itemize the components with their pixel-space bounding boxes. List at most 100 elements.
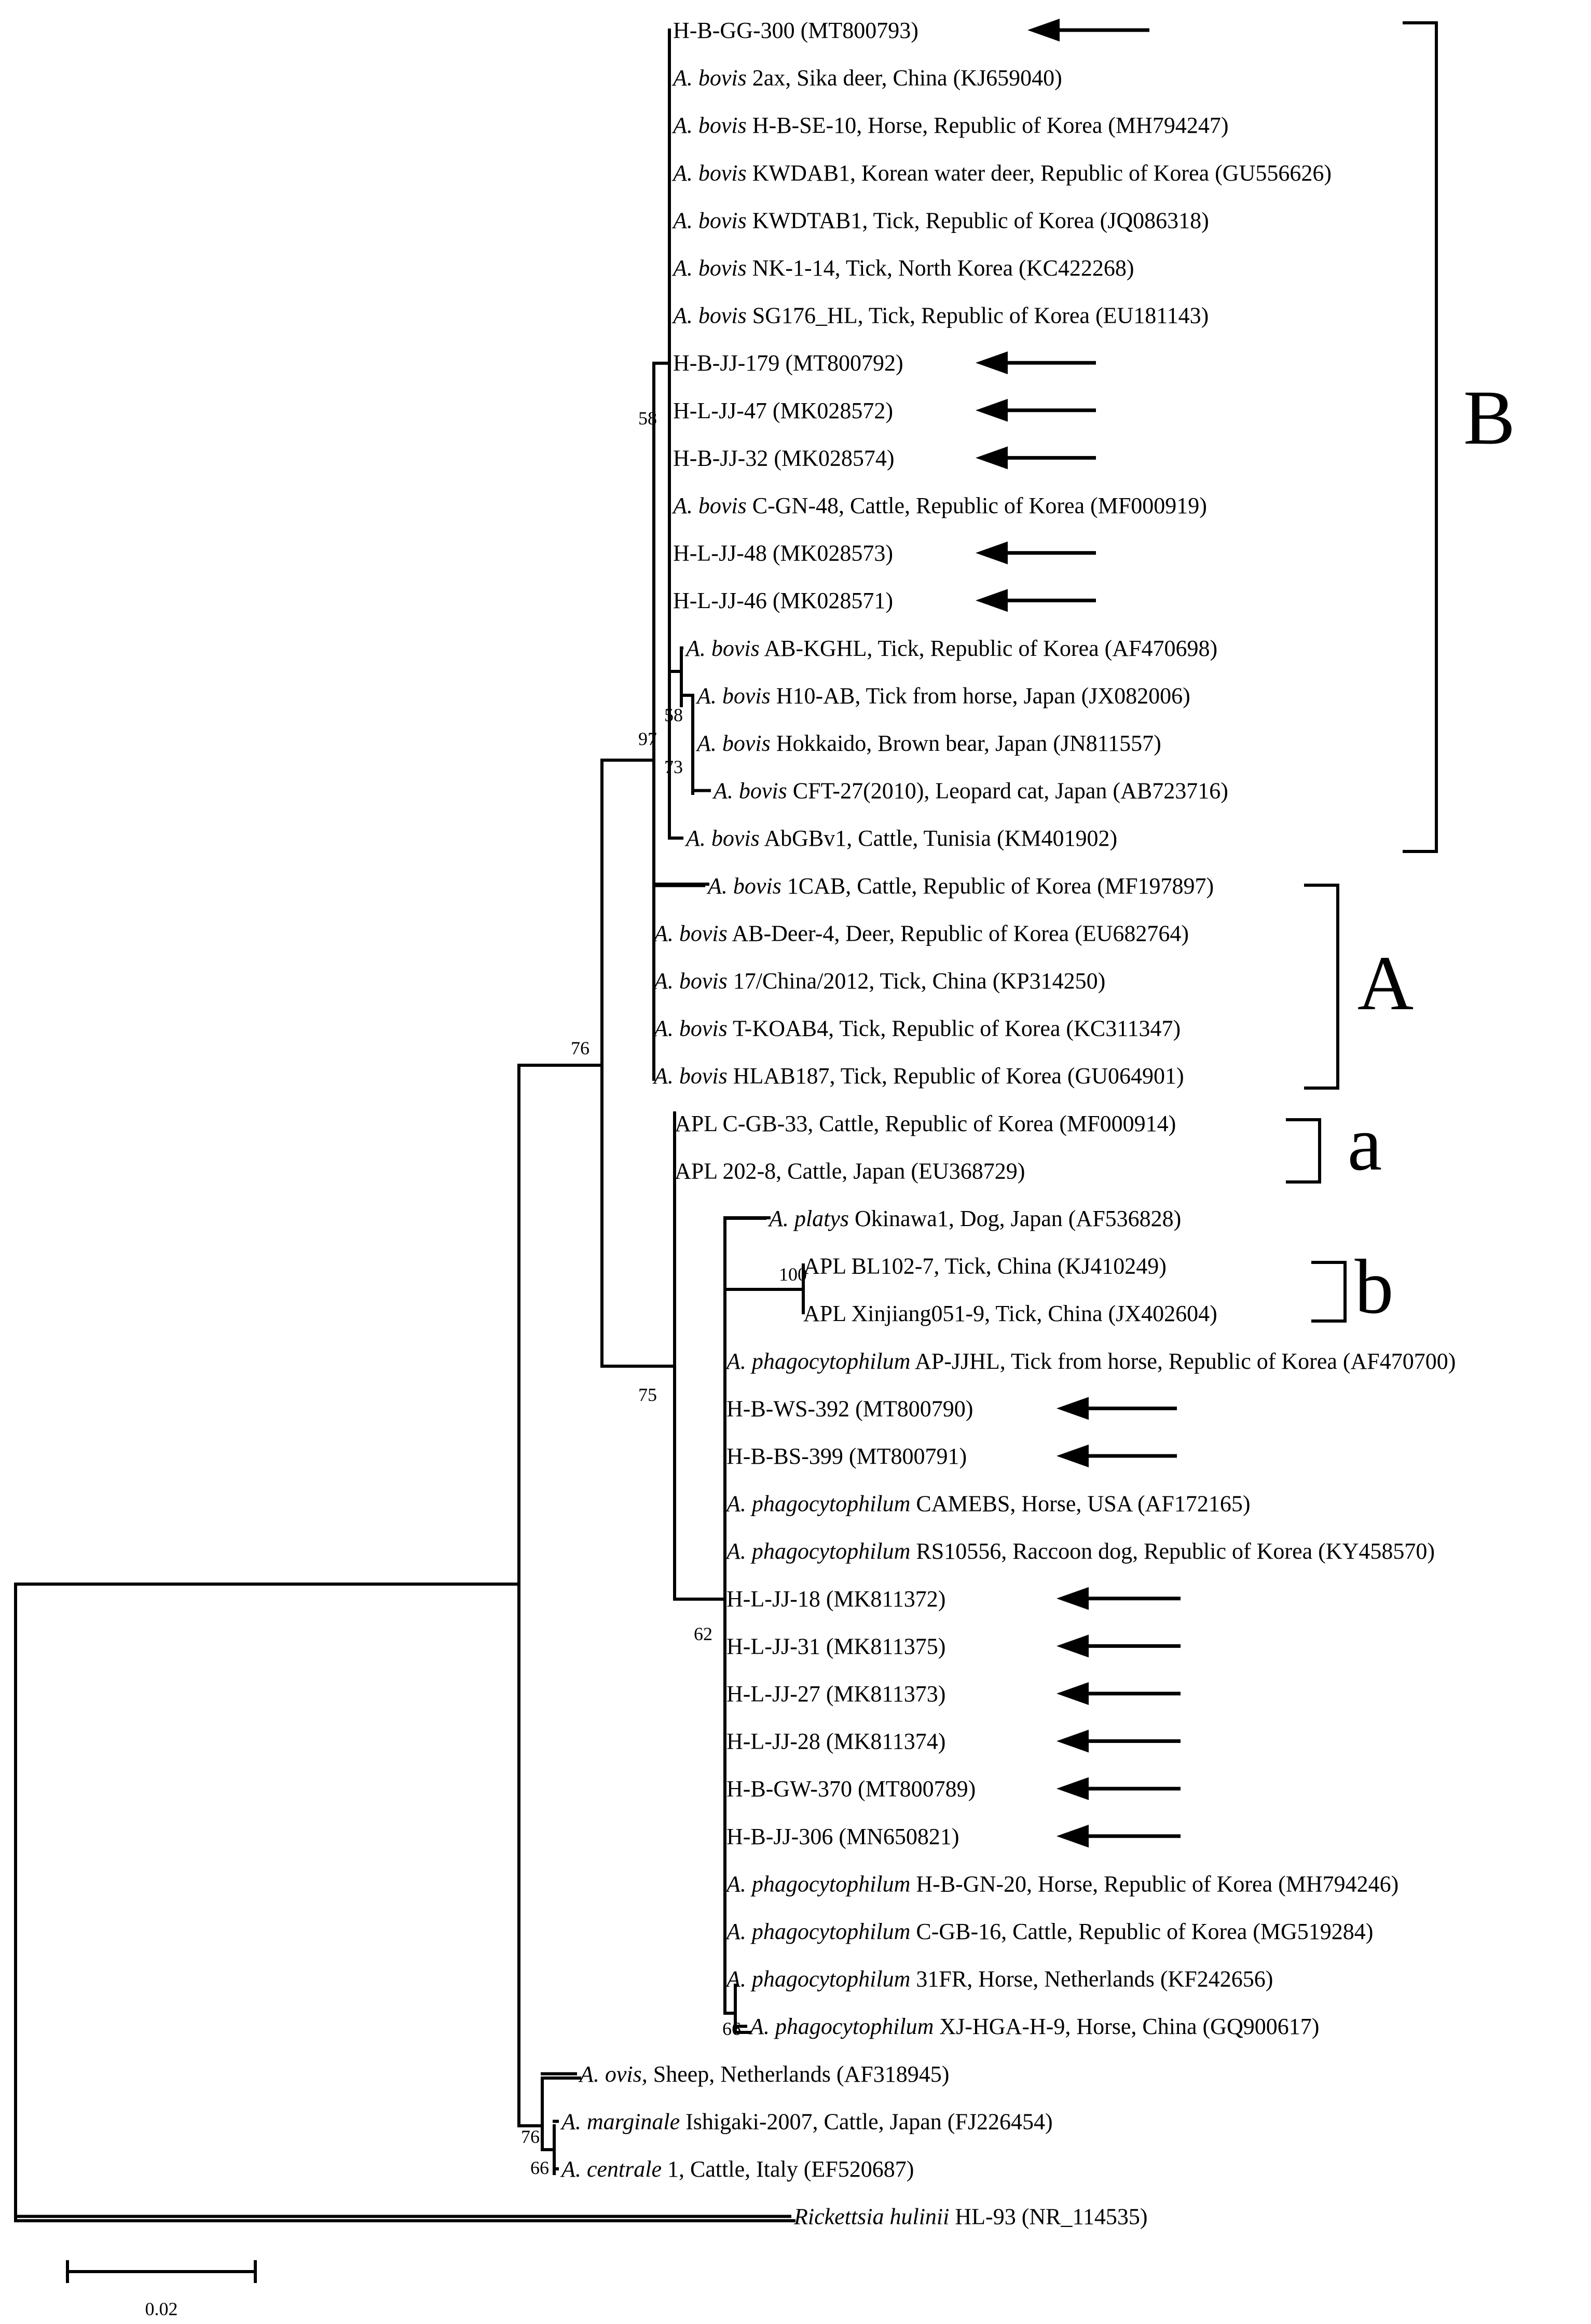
arrow-head-icon	[976, 398, 1008, 422]
strain-info: H-B-BS-399 (MT800791)	[726, 1443, 967, 1469]
group-A-bracket	[1304, 884, 1339, 1090]
leaf-label: A. bovis NK-1-14, Tick, North Korea (KC4…	[671, 255, 1134, 281]
strain-info: H-B-WS-392 (MT800790)	[726, 1396, 973, 1421]
species-name: A. bovis	[706, 873, 781, 899]
leaf-label: H-L-JJ-18 (MK811372)	[726, 1586, 945, 1612]
leaf-label: A. ovis, Sheep, Netherlands (AF318945)	[578, 2061, 949, 2087]
strain-info: APL 202-8, Cattle, Japan (EU368729)	[675, 1158, 1025, 1184]
strain-info: APL BL102-7, Tick, China (KJ410249)	[803, 1254, 1167, 1279]
strain-info: AB-Deer-4, Deer, Republic of Korea (EU68…	[728, 920, 1189, 946]
arrow-head-icon	[976, 589, 1008, 612]
strain-info: T-KOAB4, Tick, Republic of Korea (KC3113…	[728, 1016, 1181, 1041]
strain-info: Ishigaki-2007, Cattle, Japan (FJ226454)	[680, 2109, 1053, 2134]
group-label: B	[1463, 375, 1515, 461]
strain-info: NK-1-14, Tick, North Korea (KC422268)	[747, 255, 1134, 281]
bootstrap-value: 62	[694, 1624, 712, 1644]
strain-info: HLAB187, Tick, Republic of Korea (GU0649…	[728, 1063, 1184, 1089]
leaf-label: A. marginale Ishigaki-2007, Cattle, Japa…	[560, 2109, 1053, 2134]
strain-info: H-B-JJ-306 (MN650821)	[726, 1824, 959, 1849]
leaf-label: A. bovis T-KOAB4, Tick, Republic of Kore…	[652, 1016, 1181, 1041]
leaf-label: A. bovis HLAB187, Tick, Republic of Kore…	[652, 1063, 1184, 1089]
species-name: A. platys	[767, 1206, 849, 1231]
arrow-head-icon	[976, 351, 1008, 375]
arrow-head-icon	[1057, 1397, 1089, 1420]
species-name: A. bovis	[652, 1063, 728, 1089]
leaf-label: A. bovis 2ax, Sika deer, China (KJ659040…	[671, 65, 1062, 91]
leaf-label: A. phagocytophilum RS10556, Raccoon dog,…	[725, 1538, 1435, 1564]
leaf-label: A. phagocytophilum XJ-HGA-H-9, Horse, Ch…	[748, 2014, 1319, 2039]
strain-info: AB-KGHL, Tick, Republic of Korea (AF4706…	[760, 636, 1217, 661]
species-name: A. phagocytophilum	[725, 1919, 910, 1944]
leaf-label: APL C-GB-33, Cattle, Republic of Korea (…	[675, 1111, 1176, 1136]
group-a-bracket	[1286, 1118, 1321, 1184]
strain-info: Okinawa1, Dog, Japan (AF536828)	[849, 1206, 1181, 1231]
strain-info: XJ-HGA-H-9, Horse, China (GQ900617)	[934, 2014, 1319, 2039]
bootstrap-value: 66	[722, 2018, 741, 2039]
strain-info: 1, Cattle, Italy (EF520687)	[662, 2156, 914, 2182]
leaf-label: A. bovis CFT-27(2010), Leopard cat, Japa…	[712, 778, 1228, 804]
leaf-label: H-B-JJ-179 (MT800792)	[673, 350, 903, 376]
group-label: b	[1355, 1244, 1394, 1330]
leaf-label: A. phagocytophilum H-B-GN-20, Horse, Rep…	[725, 1871, 1398, 1896]
strain-info: CAMEBS, Horse, USA (AF172165)	[910, 1491, 1250, 1517]
strain-info: APL C-GB-33, Cattle, Republic of Korea (…	[675, 1111, 1176, 1136]
leaf-label: H-L-JJ-28 (MK811374)	[726, 1729, 945, 1754]
species-name: A. phagocytophilum	[725, 1491, 910, 1517]
branch-a-clade	[517, 759, 604, 1067]
strain-info: APL Xinjiang051-9, Tick, China (JX402604…	[803, 1301, 1217, 1326]
strain-info: H-L-JJ-31 (MK811375)	[726, 1633, 945, 1659]
leaf-label: H-B-WS-392 (MT800790)	[726, 1396, 973, 1421]
arrow-head-icon	[1057, 1445, 1089, 1467]
strain-info: H-L-JJ-46 (MK028571)	[673, 588, 893, 613]
group-b-bracket	[1311, 1261, 1347, 1323]
leaf-label: A. bovis C-GN-48, Cattle, Republic of Ko…	[671, 493, 1207, 518]
leaf-label: A. bovis Hokkaido, Brown bear, Japan (JN…	[695, 731, 1161, 756]
species-name: A. bovis	[671, 493, 747, 518]
leaf-label: A. phagocytophilum C-GB-16, Cattle, Repu…	[725, 1919, 1373, 1944]
leaf-label: H-B-JJ-32 (MK028574)	[673, 445, 895, 471]
species-name: A. centrale	[560, 2156, 662, 2182]
strain-info: H-L-JJ-28 (MK811374)	[726, 1729, 945, 1754]
leaf-label: A. bovis AbGBv1, Cattle, Tunisia (KM4019…	[684, 826, 1117, 851]
species-name: A. phagocytophilum	[725, 1967, 910, 1992]
species-name: A. phagocytophilum	[725, 1538, 910, 1564]
leaf-label: H-L-JJ-48 (MK028573)	[673, 541, 893, 566]
strain-info: H-B-SE-10, Horse, Republic of Korea (MH7…	[747, 113, 1229, 138]
leaf-label: H-L-JJ-31 (MK811375)	[726, 1633, 945, 1659]
leaf-label: A. bovis 1CAB, Cattle, Republic of Korea…	[706, 873, 1214, 899]
leaf-label: A. bovis 17/China/2012, Tick, China (KP3…	[652, 968, 1105, 994]
strain-info: AbGBv1, Cattle, Tunisia (KM401902)	[760, 826, 1117, 851]
species-name: A. phagocytophilum	[748, 2014, 934, 2039]
group-B-bracket	[1403, 21, 1438, 853]
leaf-label: A. platys Okinawa1, Dog, Japan (AF536828…	[767, 1206, 1181, 1231]
strain-info: 1CAB, Cattle, Republic of Korea (MF19789…	[781, 873, 1214, 899]
leaf-label: A. phagocytophilum CAMEBS, Horse, USA (A…	[725, 1491, 1251, 1517]
species-name: Rickettsia hulinii	[793, 2204, 949, 2230]
strain-info: H-B-GW-370 (MT800789)	[726, 1776, 976, 1802]
strain-info: C-GB-16, Cattle, Republic of Korea (MG51…	[910, 1919, 1373, 1944]
group-label: a	[1348, 1101, 1382, 1187]
leaf-label: A. bovis KWDTAB1, Tick, Republic of Kore…	[671, 208, 1209, 233]
leaf-label: Rickettsia hulinii HL-93 (NR_114535)	[793, 2204, 1148, 2230]
species-name: A. bovis	[695, 683, 771, 708]
scale-bar: 0.02	[66, 2260, 257, 2319]
strain-info: 31FR, Horse, Netherlands (KF242656)	[910, 1967, 1273, 1992]
strain-info: H-L-JJ-18 (MK811372)	[726, 1586, 945, 1612]
species-name: A. bovis	[671, 160, 747, 186]
strain-info: KWDAB1, Korean water deer, Republic of K…	[747, 160, 1332, 186]
strain-info: H-B-JJ-179 (MT800792)	[673, 350, 903, 376]
bootstrap-value: 73	[664, 757, 683, 777]
arrow-head-icon	[976, 446, 1008, 470]
strain-info: H-B-JJ-32 (MK028574)	[673, 445, 895, 471]
leaf-label: H-B-GW-370 (MT800789)	[726, 1776, 976, 1802]
bootstrap-value: 58	[664, 705, 683, 725]
bootstrap-value: 97	[638, 728, 657, 749]
leaf-label: H-L-JJ-27 (MK811373)	[726, 1681, 945, 1707]
strain-info: Sheep, Netherlands (AF318945)	[648, 2061, 950, 2087]
strain-info: 2ax, Sika deer, China (KJ659040)	[747, 65, 1062, 91]
strain-info: Hokkaido, Brown bear, Japan (JN811557)	[771, 731, 1161, 756]
leaf-label: A. centrale 1, Cattle, Italy (EF520687)	[560, 2156, 914, 2182]
species-name: A. bovis	[695, 731, 771, 756]
leaf-label: A. bovis H10-AB, Tick from horse, Japan …	[695, 683, 1190, 708]
arrow-head-icon	[1057, 1729, 1089, 1753]
